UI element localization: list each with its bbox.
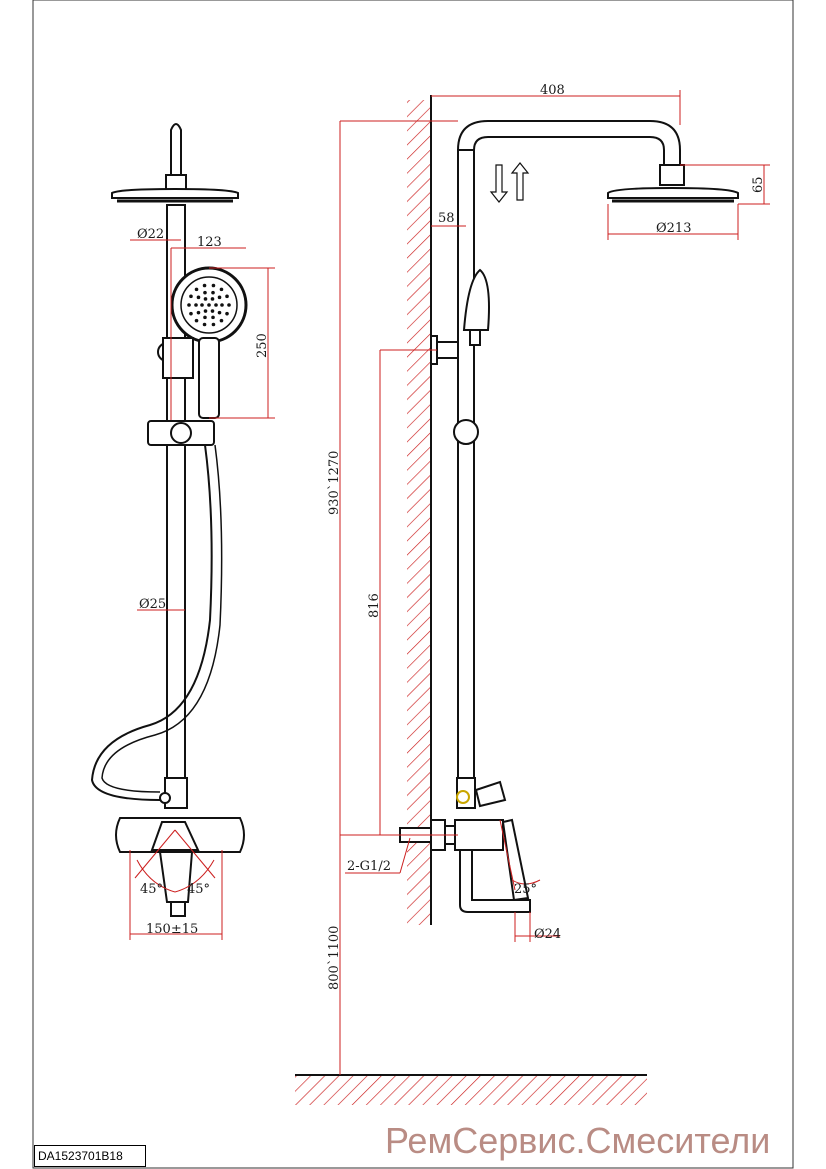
side-dimensions <box>339 90 770 1075</box>
spray-nozzle-dot <box>203 309 208 313</box>
flow-arrows <box>489 162 530 203</box>
dim-hose-pipe-diameter: Ø22 <box>137 227 164 242</box>
model-code-label: DA1523701B18 <box>34 1145 146 1167</box>
front-view <box>90 123 248 917</box>
spray-nozzle-dot <box>217 310 222 315</box>
dim-mount-height: 800`1100 <box>327 926 342 990</box>
spray-nozzle-dot <box>220 303 224 307</box>
spray-nozzle-dot <box>194 318 199 323</box>
spray-nozzle-dot <box>219 318 224 323</box>
dim-head-height: 65 <box>751 176 766 193</box>
hand-shower-handle <box>198 337 220 419</box>
spray-nozzle-dot <box>189 311 193 316</box>
spray-nozzle-dot <box>227 303 231 307</box>
side-spout <box>459 849 531 913</box>
spray-nozzle-dot <box>203 297 208 301</box>
dim-hand-shower-length: 250 <box>255 333 270 358</box>
spray-nozzle-dot <box>217 295 222 300</box>
spray-nozzle-dot <box>194 303 198 307</box>
dim-riser-diameter: Ø25 <box>139 597 166 612</box>
overhead-shower-head <box>111 187 239 199</box>
spray-nozzle-dot <box>194 287 199 292</box>
spray-nozzle-dot <box>225 294 229 299</box>
dim-inlet-thread: 2-G1/2 <box>347 859 391 874</box>
dim-angle-left: 45° <box>140 882 163 897</box>
spray-nozzle-dot <box>200 303 204 307</box>
spray-nozzle-dot <box>210 309 215 313</box>
spray-nozzle-dot <box>211 290 215 295</box>
spray-nozzle-dot <box>202 322 207 327</box>
spray-nozzle-dot <box>203 315 207 320</box>
dim-spout-diameter: Ø24 <box>534 927 561 942</box>
spray-nozzle-dot <box>189 294 193 299</box>
spray-nozzle-dot <box>187 303 191 307</box>
side-overhead-head <box>607 186 739 199</box>
dim-spout-angle: 25° <box>514 882 537 897</box>
side-hand-shower <box>462 268 490 331</box>
front-dimensions <box>129 239 275 940</box>
shower-hose <box>90 444 213 801</box>
dim-head-diameter: Ø213 <box>656 221 691 236</box>
dim-total-height: 930`1270 <box>327 451 342 515</box>
dim-wall-offset: 58 <box>438 211 455 226</box>
spray-nozzle-dot <box>214 303 218 307</box>
dim-centers: 150±15 <box>146 922 198 937</box>
spray-nozzle-dot <box>207 303 211 307</box>
wall-hatch <box>407 100 431 925</box>
side-view <box>399 120 739 913</box>
watermark-text: РемСервис.Смесители <box>385 1120 771 1161</box>
floor-hatch <box>295 1075 647 1105</box>
spray-nozzle-dot <box>202 283 207 288</box>
dim-hand-shower-offset: 123 <box>197 235 222 250</box>
spray-nozzle-dot <box>203 290 207 295</box>
spray-nozzle-dot <box>211 283 216 288</box>
spray-nozzles <box>187 283 231 327</box>
spray-nozzle-dot <box>211 322 216 327</box>
spray-nozzle-dot <box>225 311 229 316</box>
dim-inlet-to-holder: 816 <box>367 593 382 618</box>
spray-nozzle-dot <box>211 315 215 320</box>
diverter-valve <box>456 790 470 804</box>
spray-nozzle-dot <box>210 297 215 301</box>
spray-nozzle-dot <box>196 295 201 300</box>
spray-nozzle-dot <box>219 287 224 292</box>
shower-arm <box>457 120 681 168</box>
spray-nozzle-dot <box>196 310 201 315</box>
sheet-border <box>32 0 794 1169</box>
dim-arm-reach: 408 <box>540 83 565 98</box>
side-riser-pipe <box>457 149 475 781</box>
dim-angle-right: 45° <box>187 882 210 897</box>
